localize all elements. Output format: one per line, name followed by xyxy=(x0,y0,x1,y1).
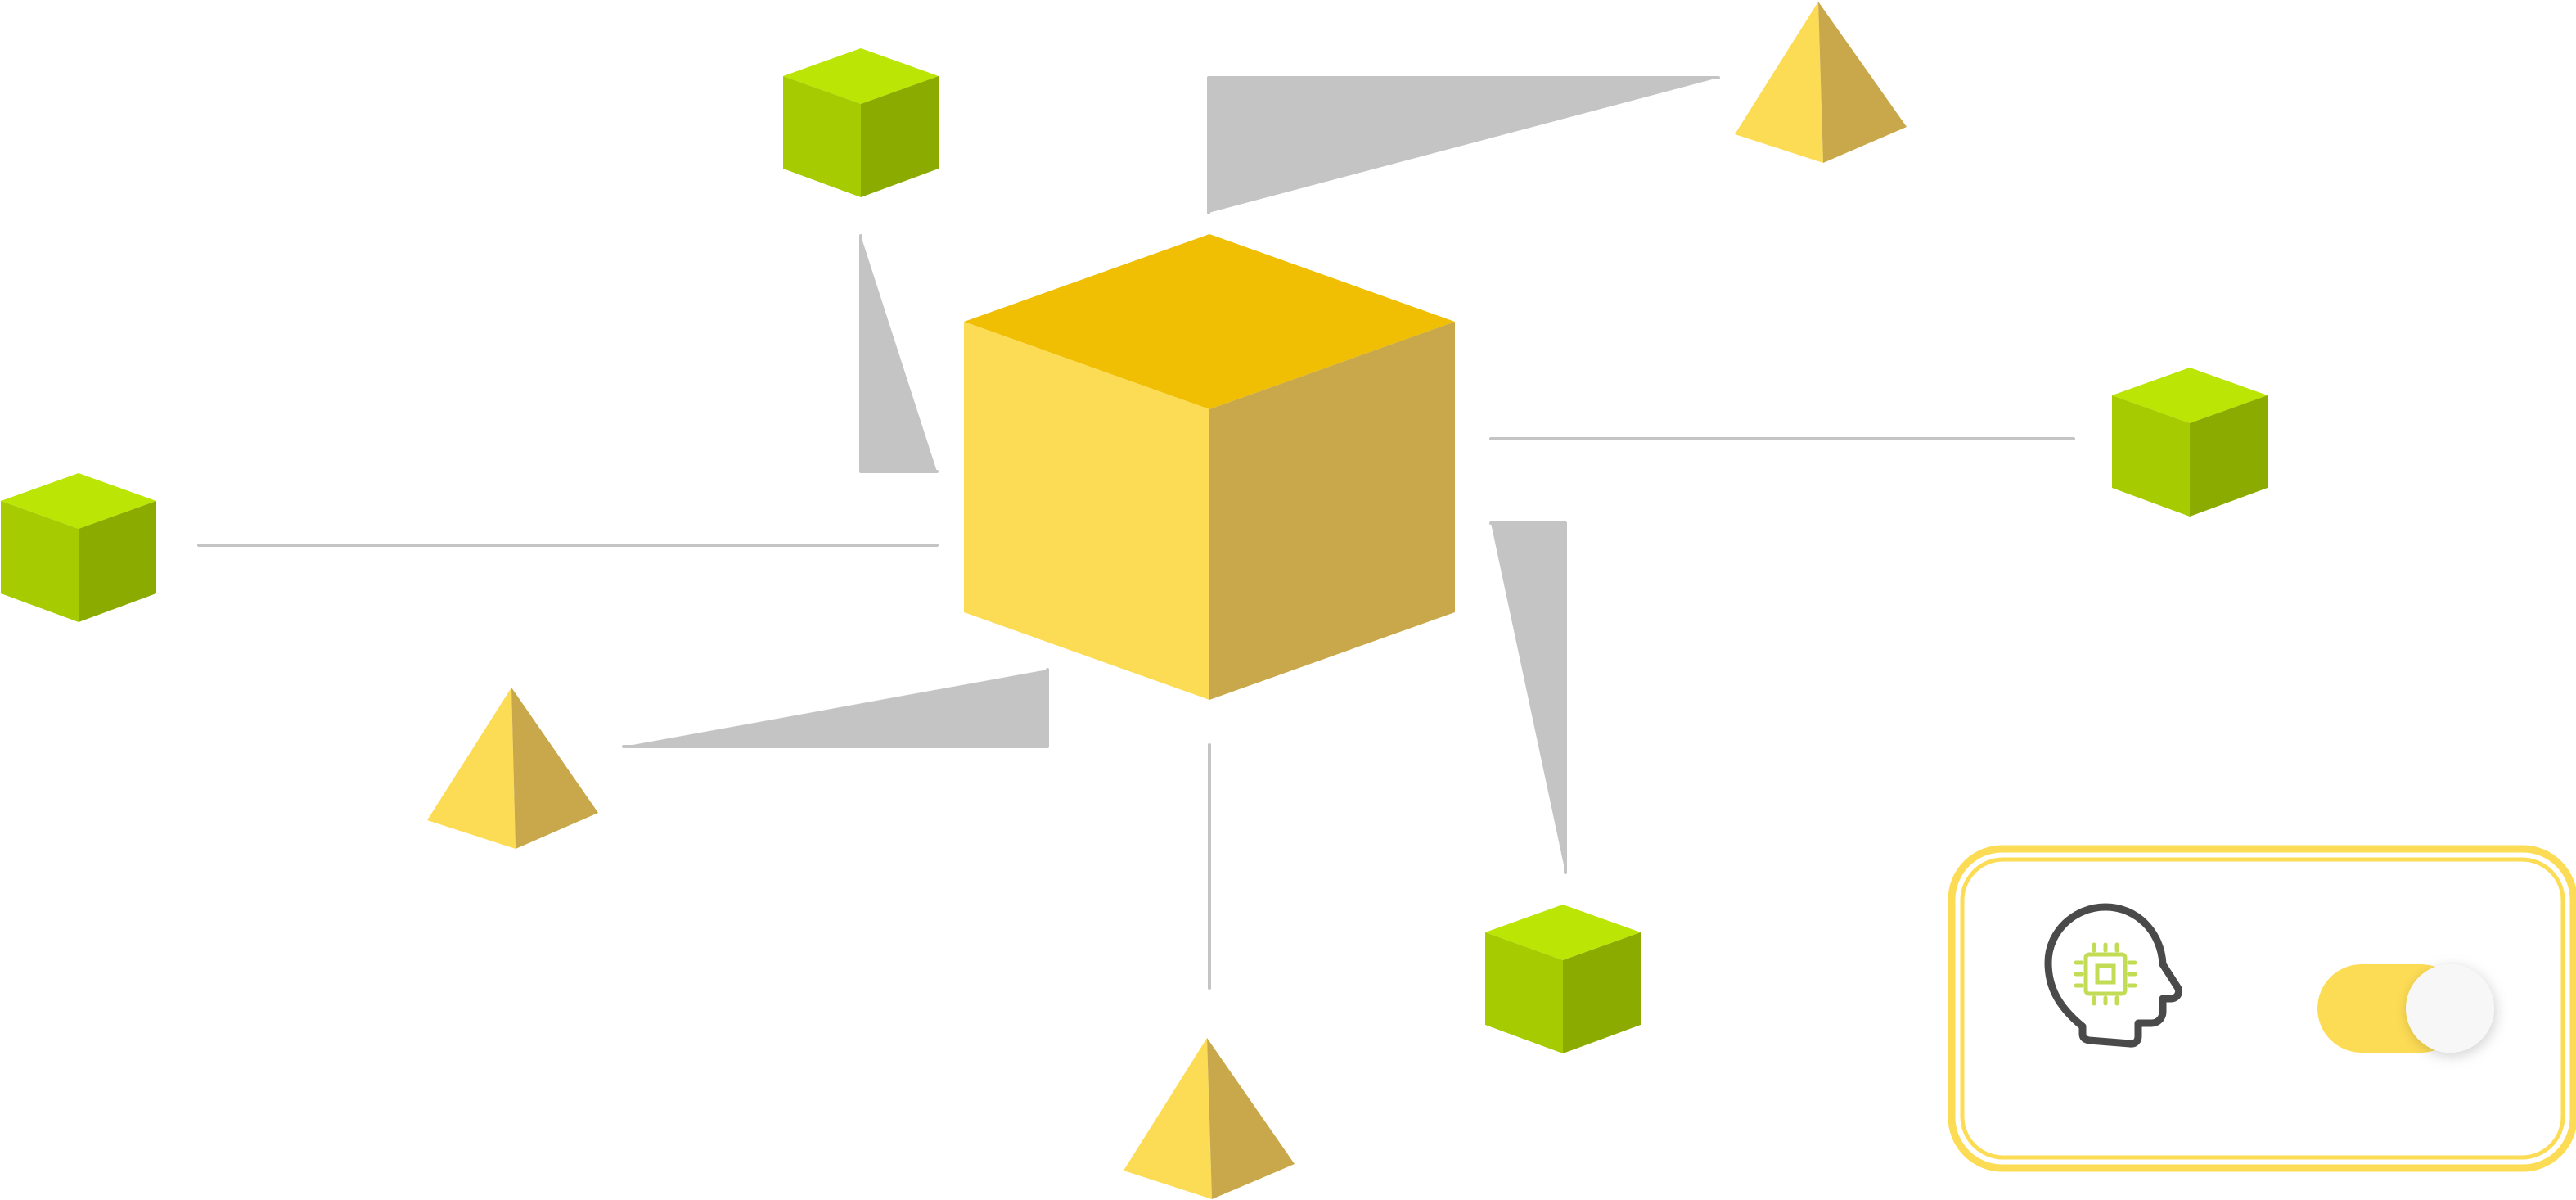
panel-outer-border xyxy=(1948,845,2576,1172)
connector-top-left xyxy=(859,234,939,473)
green-cube-right xyxy=(2112,368,2268,517)
toggle-knob[interactable] xyxy=(2406,964,2494,1053)
pyramid-left-face xyxy=(1735,2,1823,163)
pyramid-right-face xyxy=(1818,2,1907,163)
connector-right-lower xyxy=(1489,521,1567,874)
ai-head-chip-icon xyxy=(2044,903,2183,1048)
pyramid-left-face xyxy=(427,688,516,849)
yellow-pyramid-top-right xyxy=(1735,2,1907,163)
pyramid-right-face xyxy=(511,688,598,849)
connector-top-right xyxy=(1207,76,1720,214)
green-cube-right-face xyxy=(1563,932,1641,1053)
green-cube-bottom xyxy=(1485,905,1641,1053)
green-cube-left-face xyxy=(783,76,861,197)
pyramid-right-face xyxy=(1207,1038,1295,1199)
green-cube-top xyxy=(783,48,939,197)
ai-toggle-panel xyxy=(1948,845,2576,1172)
ai-toggle-switch[interactable] xyxy=(2317,964,2494,1053)
green-cube-left-face xyxy=(2112,395,2190,517)
chip-core xyxy=(2095,963,2116,985)
head-outline xyxy=(2044,903,2183,1048)
central-cube-right-face xyxy=(1209,322,1455,700)
yellow-pyramid-left xyxy=(427,688,598,849)
green-cube-left-face xyxy=(1,501,79,622)
chip-pins xyxy=(2074,942,2137,1006)
central-yellow-cube xyxy=(964,234,1455,700)
pyramid-left-face xyxy=(1124,1038,1212,1199)
yellow-pyramid-bottom xyxy=(1124,1038,1295,1199)
green-cube-left-face xyxy=(1485,932,1563,1053)
green-cube-right-face xyxy=(861,76,939,197)
chip-body xyxy=(2083,952,2128,996)
connector-bottom-left xyxy=(622,668,1049,748)
chip-icon xyxy=(2074,942,2137,1006)
green-cube-right-face xyxy=(79,501,156,622)
central-cube-left-face xyxy=(964,322,1209,700)
green-cube-left xyxy=(1,473,156,622)
green-cube-right-face xyxy=(2190,395,2268,517)
connector-lines xyxy=(197,76,2075,990)
panel-inner-border xyxy=(1960,857,2565,1160)
